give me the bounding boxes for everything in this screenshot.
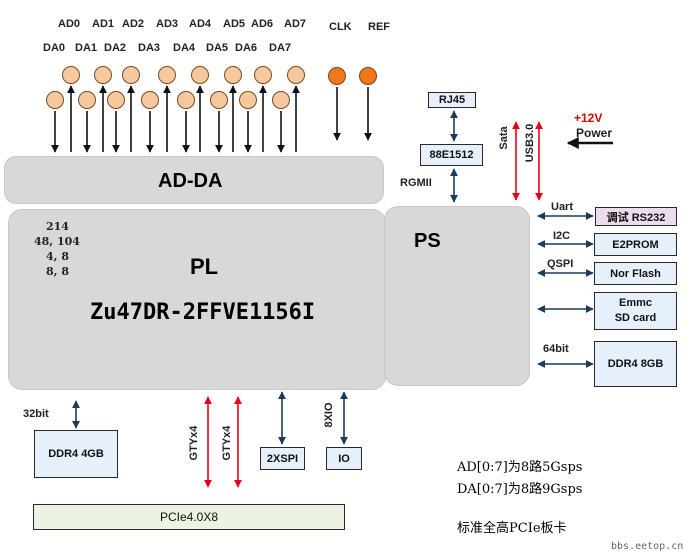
phy-88e1512-box: 88E1512 <box>420 144 483 166</box>
sd-card-label: SD card <box>614 312 657 324</box>
pl-block <box>8 209 386 390</box>
nor-flash-box: Nor Flash <box>594 262 677 285</box>
ad-channel-label: AD0 <box>58 18 81 30</box>
e2prom-box: E2PROM <box>594 233 677 256</box>
pl-bank-number: 214 <box>46 220 69 233</box>
ad-connector <box>254 66 272 84</box>
i2c-label: I2C <box>553 230 571 242</box>
ref-label: REF <box>368 21 390 33</box>
ps-title: PS <box>414 230 441 252</box>
da-channel-label: DA4 <box>173 42 196 54</box>
ref-connector <box>359 67 377 85</box>
ad-connector <box>62 66 80 84</box>
board-form-note: 标准全高PCIe板卡 <box>457 521 567 536</box>
pl-title: PL <box>190 254 219 279</box>
da-channel-label: DA1 <box>75 42 98 54</box>
da-connector <box>210 91 228 109</box>
pl-chip-name: Zu47DR-2FFVE1156I <box>90 300 316 325</box>
ad-connector <box>158 66 176 84</box>
da-connector <box>46 91 64 109</box>
da-channel-label: DA3 <box>138 42 161 54</box>
uart-label: Uart <box>551 201 574 213</box>
ad-channel-label: AD5 <box>223 18 246 30</box>
da-connector <box>239 91 257 109</box>
ad-connector <box>224 66 242 84</box>
da-note: DA[0:7]为8路9Gsps <box>457 482 583 497</box>
ad-channel-label: AD2 <box>122 18 145 30</box>
emmc-label: Emmc <box>618 297 653 309</box>
ddr4-8gb-box: DDR4 8GB <box>594 341 677 387</box>
ad-channel-label: AD3 <box>156 18 179 30</box>
bus-64bit-label: 64bit <box>543 343 569 355</box>
io-box: IO <box>326 447 362 470</box>
watermark-text: bbs.eetop.cn <box>611 541 684 552</box>
ad-channel-label: AD1 <box>92 18 115 30</box>
ad-channel-label: AD6 <box>251 18 274 30</box>
rj45-box: RJ45 <box>428 92 476 108</box>
da-connector <box>107 91 125 109</box>
da-connector <box>177 91 195 109</box>
ps-block <box>384 206 530 386</box>
rs232-box: 调试 RS232 <box>595 207 677 226</box>
da-channel-label: DA0 <box>43 42 66 54</box>
da-channel-label: DA6 <box>235 42 258 54</box>
qspi-label: QSPI <box>547 258 574 270</box>
ad-da-block-title: AD-DA <box>158 170 223 192</box>
power-voltage: +12V <box>574 111 603 125</box>
ddr4-4gb-box: DDR4 4GB <box>34 430 118 478</box>
ad-connector <box>191 66 209 84</box>
emmc-sd-box: Emmc SD card <box>594 292 677 330</box>
power-label: Power <box>576 126 613 140</box>
da-connector <box>78 91 96 109</box>
da-channel-label: DA7 <box>269 42 292 54</box>
pl-bank-number: 8, 8 <box>46 265 69 278</box>
da-channel-label: DA5 <box>206 42 229 54</box>
clk-connector <box>328 67 346 85</box>
da-connector <box>141 91 159 109</box>
pl-bank-number: 4, 8 <box>46 250 69 263</box>
da-channel-label: DA2 <box>104 42 127 54</box>
ad-connector <box>94 66 112 84</box>
xspi-box: 2XSPI <box>260 447 305 470</box>
clk-label: CLK <box>329 21 352 33</box>
rgmii-label: RGMII <box>400 177 432 189</box>
ad-da-block <box>4 156 384 204</box>
ad-connector <box>287 66 305 84</box>
da-connector <box>272 91 290 109</box>
pl-bank-number: 48, 104 <box>34 235 80 248</box>
bus-32bit-label: 32bit <box>23 408 49 420</box>
pcie-edge-connector: PCIe4.0X8 <box>33 504 345 530</box>
ad-connector <box>122 66 140 84</box>
ad-channel-label: AD4 <box>189 18 212 30</box>
ad-note: AD[0:7]为8路5Gsps <box>457 460 583 475</box>
ad-channel-label: AD7 <box>284 18 307 30</box>
